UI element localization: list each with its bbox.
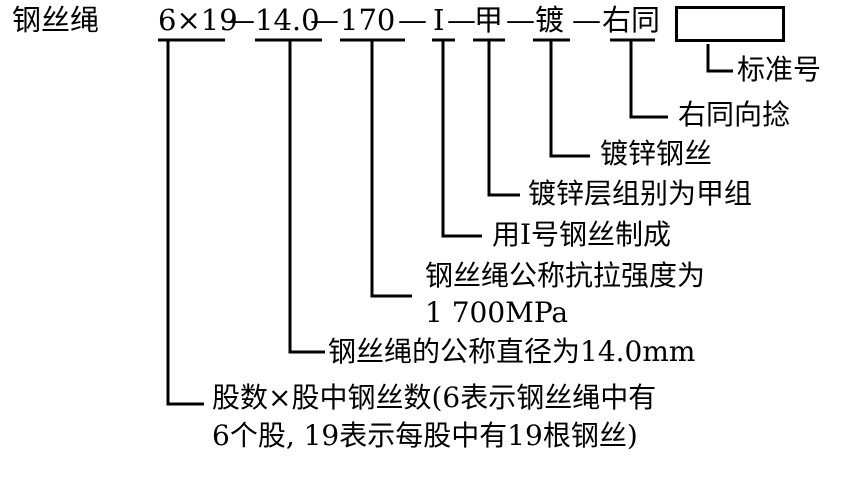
- leader-strength: [370, 40, 412, 298]
- code-structure: 6×19: [158, 3, 238, 37]
- leader-lay: [629, 40, 668, 119]
- code-separator-3: —: [398, 3, 427, 37]
- label-strength-line1: 钢丝绳公称抗拉强度为: [425, 259, 706, 292]
- leader-standard: [706, 44, 733, 73]
- leader-grade: [441, 40, 482, 238]
- label-grade: 用Ⅰ号钢丝制成: [492, 218, 672, 251]
- leader-diameter: [288, 40, 325, 354]
- code-grade: Ⅰ: [433, 3, 445, 37]
- label-lay: 右同向捻: [678, 98, 791, 131]
- leader-coating: [549, 40, 590, 158]
- label-standard: 标准号: [737, 53, 822, 86]
- code-lay: 右同: [602, 3, 661, 37]
- label-coating-group: 镀锌层组别为甲组: [528, 177, 753, 210]
- label-diameter: 钢丝绳的公称直径为14.0mm: [328, 335, 696, 368]
- standard-number-box: [675, 6, 785, 42]
- code-coating: 镀: [535, 3, 565, 37]
- code-separator-2: —: [310, 3, 339, 37]
- label-strength-line2: 1 700MPa: [425, 296, 569, 329]
- code-separator-1: —: [226, 3, 255, 37]
- code-prefix: 钢丝绳: [12, 3, 100, 37]
- label-structure-line2: 6个股, 19表示每股中有19根钢丝): [212, 419, 638, 452]
- label-coating: 镀锌钢丝: [600, 137, 713, 170]
- label-structure-line1: 股数×股中钢丝数(6表示钢丝绳中有: [212, 381, 657, 414]
- leader-coating-group: [487, 40, 520, 197]
- code-coating-group: 甲: [474, 3, 504, 37]
- code-diameter: 14.0: [255, 3, 320, 37]
- code-separator-5: —: [506, 3, 535, 37]
- code-separator-4: —: [447, 3, 476, 37]
- code-separator-6: —: [572, 3, 601, 37]
- leader-structure: [166, 40, 204, 406]
- code-strength: 170: [340, 3, 396, 37]
